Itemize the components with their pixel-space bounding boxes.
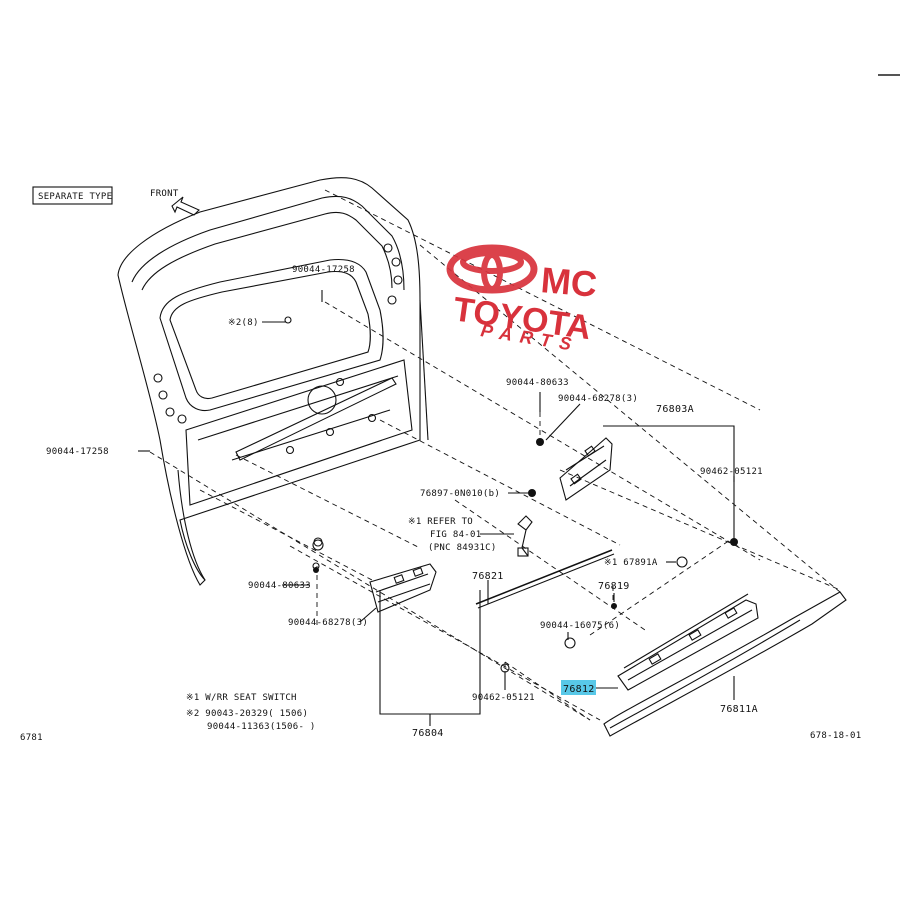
callout-90044-68278-top: 90044-68278(3) — [558, 394, 638, 404]
highlight-76812 — [561, 680, 596, 695]
back-door-panel — [117, 177, 429, 586]
callout-90462-05121-right: 90462-05121 — [700, 467, 763, 477]
callout-refer-2: FIG 84-01 — [430, 530, 481, 540]
switch-connector-icon — [517, 515, 533, 557]
callout-refer-1: ※1 REFER TO — [408, 517, 473, 527]
label-leaders — [138, 290, 735, 726]
footer-left-code: 6781 — [20, 733, 43, 743]
garnish-76804 — [369, 563, 437, 613]
fastener-icons — [312, 438, 738, 673]
callout-90044-68278-bottom: 90044-68278(3) — [288, 618, 368, 628]
callout-90462-05121-bottom: 90462-05121 — [472, 693, 535, 703]
callout-76811a: 76811A — [720, 704, 758, 715]
callout-76897: 76897-0N010(b) — [420, 489, 500, 499]
callout-76819: 76819 — [598, 581, 630, 592]
rod-76821 — [475, 549, 615, 609]
garnish-76803a — [559, 437, 613, 501]
callout-90044-80633-top: 90044-80633 — [506, 378, 569, 388]
moulding-76811a — [603, 591, 847, 737]
callout-note-top: ※2(8) — [228, 318, 259, 328]
footer-right-code: 678-18-01 — [810, 731, 861, 741]
bracket-76804 — [379, 590, 481, 715]
watermark-line1: MC — [539, 259, 598, 305]
callout-67891a: ※1 67891A — [604, 558, 658, 568]
callout-90044-80633-bottom: 90044-80633 — [248, 581, 311, 591]
note-3: 90044-11363(1506- ) — [207, 722, 316, 732]
mc-toyota-parts-logo — [446, 244, 538, 294]
note-1: ※1 W/RR SEAT SWITCH — [186, 693, 297, 703]
bracket-76803a — [603, 425, 735, 540]
callout-76812: 76812 — [563, 684, 595, 695]
separate-type-label: SEPARATE TYPE — [38, 192, 112, 202]
front-label: FRONT — [150, 189, 179, 199]
watermark-text: MC TOYOTA PARTS — [451, 259, 599, 355]
callout-76803a: 76803A — [656, 404, 694, 415]
callout-90044-16075: 90044-16075(6) — [540, 621, 620, 631]
separate-type-box — [32, 186, 113, 205]
callout-90044-17258-top: 90044-17258 — [292, 265, 355, 275]
labels: SEPARATE TYPE FRONT 90044-17258 ※2(8) 90… — [20, 189, 861, 743]
note-2: ※2 90043-20329( 1506) — [186, 709, 308, 719]
garnish-76812 — [617, 593, 759, 691]
callout-76804: 76804 — [412, 728, 444, 739]
callout-90044-17258-left: 90044-17258 — [46, 447, 109, 457]
callout-76821: 76821 — [472, 571, 504, 582]
front-arrow-icon — [171, 196, 200, 216]
callout-refer-3: (PNC 84931C) — [428, 543, 497, 553]
